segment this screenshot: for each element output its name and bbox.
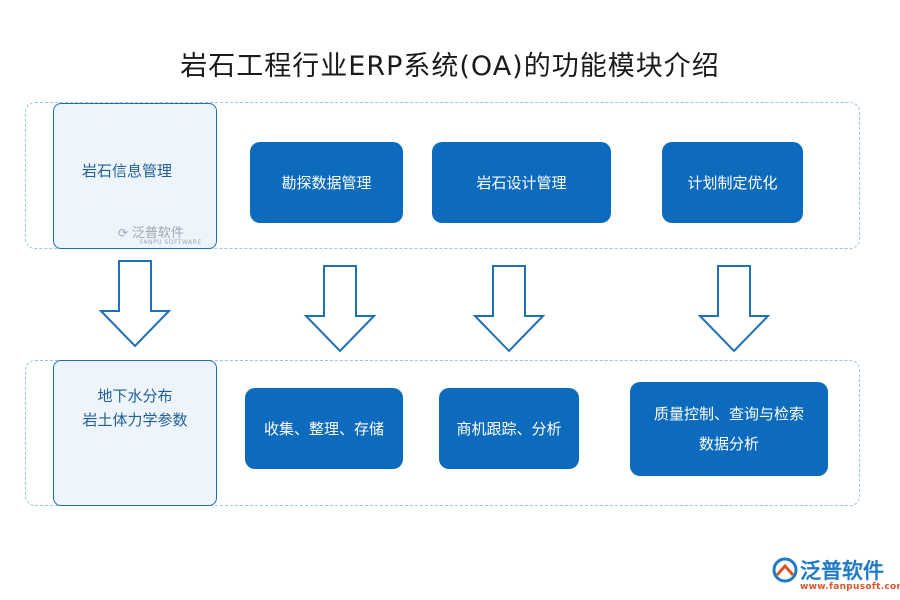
logo-url: www.fanpusoft.com	[800, 582, 900, 592]
groundwater-mechanics-node: 地下水分布 岩土体力学参数	[53, 360, 217, 506]
page-title: 岩石工程行业ERP系统(OA)的功能模块介绍	[180, 51, 720, 82]
watermark-subtext: FANPU SOFTWARE	[140, 239, 202, 246]
down-arrow-icon	[472, 265, 546, 353]
rock-info-management-node: 岩石信息管理	[53, 103, 217, 249]
logo-text: 泛普软件	[800, 559, 884, 583]
rock-info-management-label: 岩石信息管理	[82, 162, 173, 180]
opportunity-tracking-label: 商机跟踪、分析	[456, 419, 562, 438]
collect-organize-store-node: 收集、整理、存储	[245, 388, 403, 469]
quality-control-label: 质量控制、查询与检索	[653, 405, 804, 423]
opportunity-tracking-node: 商机跟踪、分析	[439, 388, 579, 469]
fanpu-logo-icon	[772, 557, 798, 583]
watermark-text: 泛普软件	[131, 226, 184, 241]
plan-optimization-label: 计划制定优化	[687, 173, 778, 192]
watermark: ⟳ 泛普软件 FANPU SOFTWARE	[118, 222, 202, 246]
mechanics-label: 岩土体力学参数	[82, 411, 188, 429]
brand-logo: 泛普软件 www.fanpusoft.com	[772, 553, 900, 597]
quality-control-node: 质量控制、查询与检索 数据分析	[630, 382, 828, 476]
rock-design-node: 岩石设计管理	[432, 142, 611, 223]
down-arrow-icon	[303, 265, 377, 353]
groundwater-label: 地下水分布	[97, 387, 173, 405]
watermark-logo-icon: ⟳	[118, 226, 129, 240]
down-arrow-icon	[697, 265, 771, 353]
plan-optimization-node: 计划制定优化	[662, 142, 803, 223]
rock-design-label: 岩石设计管理	[476, 173, 567, 192]
down-arrow-icon	[98, 260, 172, 348]
collect-organize-store-label: 收集、整理、存储	[263, 419, 384, 438]
exploration-data-label: 勘探数据管理	[281, 173, 372, 192]
bottom-row-group	[25, 360, 860, 506]
top-row-group	[25, 102, 860, 249]
data-analysis-label: 数据分析	[698, 435, 759, 453]
exploration-data-node: 勘探数据管理	[250, 142, 403, 223]
